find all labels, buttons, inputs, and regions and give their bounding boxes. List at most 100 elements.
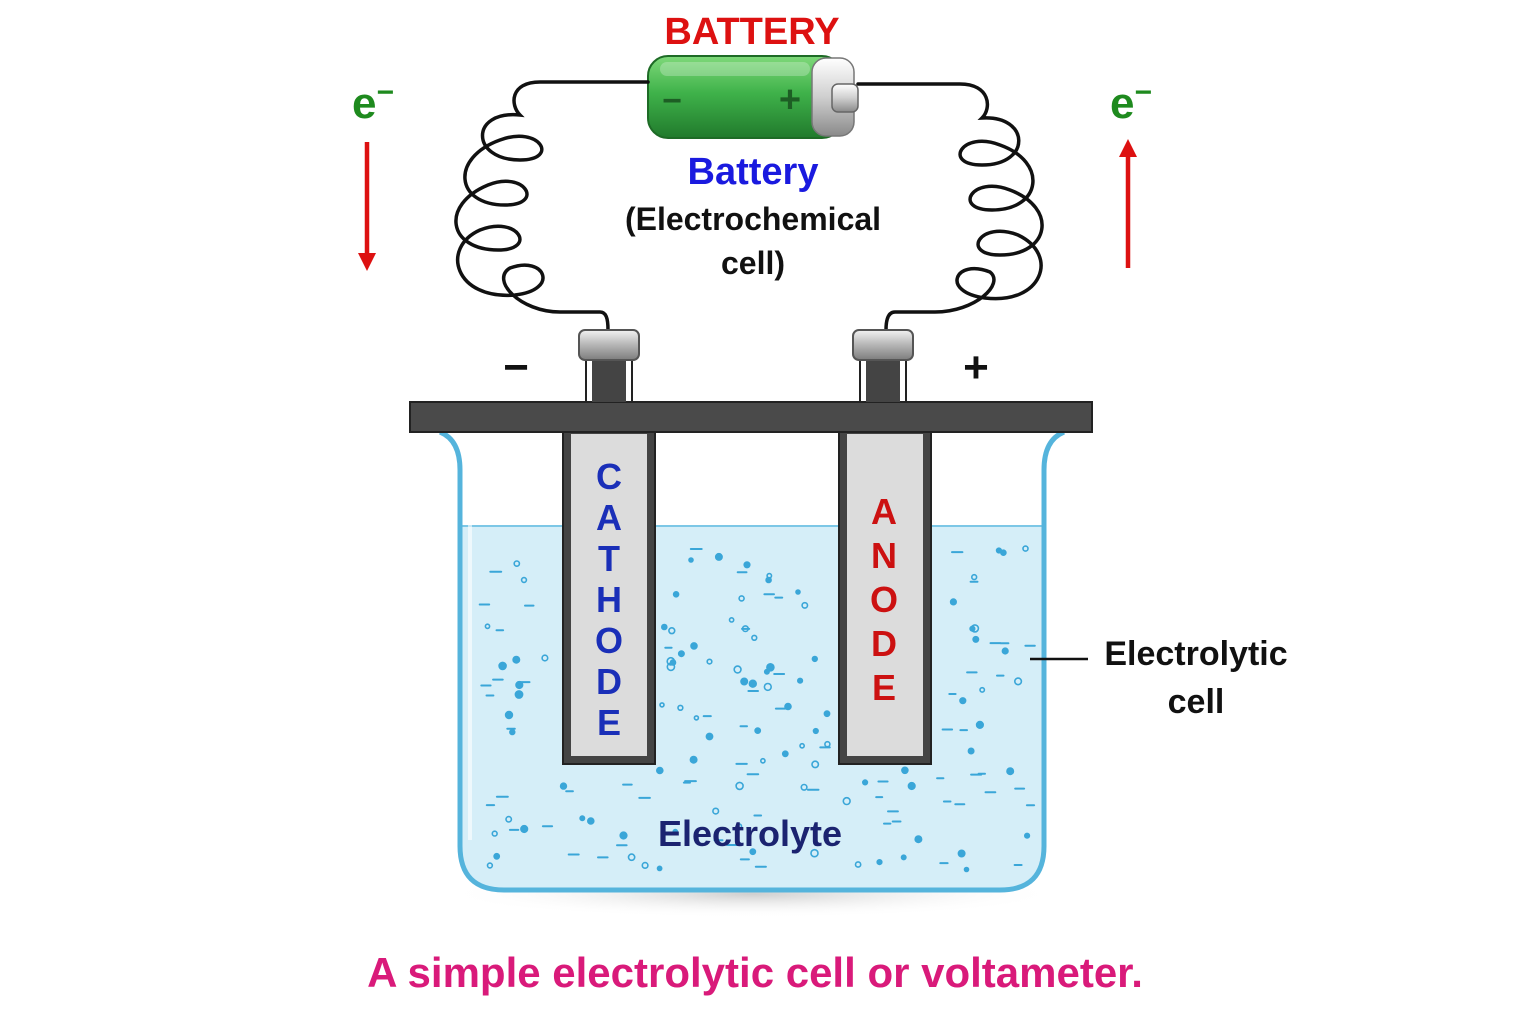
electrolyte-particle	[970, 573, 978, 581]
electrolyte-particle	[763, 682, 772, 692]
electrolyte-particle	[706, 658, 713, 665]
electrolyte-particle	[854, 861, 862, 868]
anode-letter: D	[871, 623, 897, 664]
cathode-letter: D	[596, 661, 622, 702]
electrolyte-particle	[765, 576, 772, 584]
anode-terminal	[852, 329, 914, 403]
electrolyte-particle	[972, 635, 980, 643]
electrolyte-particle	[728, 617, 735, 623]
electrolyte-particle	[714, 552, 723, 561]
electrolyte-particle	[967, 747, 975, 755]
electrolyte-particle	[959, 697, 967, 705]
negative-terminal-sign: −	[503, 343, 529, 392]
battery-plus-sign: +	[779, 79, 801, 121]
cathode-terminal	[578, 329, 640, 403]
electrolyte-particle	[627, 853, 636, 862]
electrolyte-particle	[795, 589, 801, 595]
anode-letter: A	[871, 491, 897, 532]
electrolyte-particle	[619, 831, 628, 840]
electrolyte-particle	[738, 595, 745, 602]
anode-letter: O	[870, 579, 898, 620]
electrolyte-particle	[688, 557, 694, 563]
electrolyte-particle	[751, 634, 758, 641]
electrolyte-particle	[963, 866, 970, 873]
battery-description-line1: (Electrochemical	[625, 201, 881, 237]
electrolyte-particle	[512, 655, 521, 664]
electrolyte-particle	[733, 665, 742, 674]
electrolyte-particle	[748, 679, 757, 688]
electron-flow-right: e−	[1110, 76, 1152, 268]
anode-letter: E	[872, 667, 896, 708]
electrolyte-particle	[513, 560, 521, 567]
electrolyte-particle	[799, 742, 805, 749]
electrolyte-particle	[811, 655, 818, 663]
electrolyte-particle	[975, 720, 985, 730]
electrolyte-particle	[712, 807, 720, 815]
electron-label-left: e−	[352, 76, 394, 128]
electrolyte-particle	[1001, 647, 1009, 655]
electrolyte-particle	[660, 623, 668, 631]
electrolyte-particle	[520, 824, 529, 834]
electrolyte-particle	[672, 828, 679, 835]
electrolyte-particle	[504, 710, 514, 720]
electrolyte-particle	[876, 858, 883, 866]
cathode-letter: C	[596, 456, 622, 497]
electrolyte-particle	[586, 817, 595, 825]
anode-letter: N	[871, 535, 897, 576]
electrolyte-particle	[693, 715, 700, 721]
electrolyte-particle	[812, 727, 819, 735]
electrolyte-particle	[666, 656, 676, 666]
cathode-letter: H	[596, 579, 622, 620]
electrolyte-particle	[689, 755, 698, 764]
electrolyte-particle	[969, 625, 976, 632]
electrolyte-particle	[743, 561, 751, 569]
cathode-letter: A	[596, 497, 622, 538]
figure-caption: A simple electrolytic cell or voltameter…	[367, 949, 1143, 996]
electrolyte-particle	[705, 732, 714, 741]
cell-lid	[409, 401, 1093, 433]
electrolyte-particle	[735, 781, 744, 791]
battery-description-line2: cell)	[721, 245, 785, 281]
electrolyte-particle	[1006, 767, 1015, 776]
electrolyte-particle	[796, 677, 804, 684]
electrolyte-particle	[749, 848, 757, 856]
electrolyte-particle	[801, 601, 809, 609]
cell-label-line2: cell	[1168, 683, 1225, 721]
electrolyte-particle	[1000, 549, 1007, 557]
electrolyte-particle	[486, 862, 494, 869]
electrolyte-particle	[957, 849, 966, 858]
electrolyte-particle	[900, 854, 907, 861]
electrolyte-particle	[641, 861, 649, 870]
electrolyte-particle	[541, 654, 549, 662]
electrolyte-particle	[823, 710, 831, 718]
electrolyte-particle	[677, 650, 685, 658]
electrolyte-particle	[824, 740, 831, 748]
right-wire	[856, 82, 1044, 332]
electrolyte-particle	[949, 598, 958, 606]
electrolyte-particle	[914, 835, 923, 844]
electrolyte-particle	[979, 686, 986, 693]
electron-label-right: e−	[1110, 76, 1152, 128]
electrolyte-particle	[760, 757, 766, 764]
electrolyte-particle	[811, 760, 820, 769]
electrolyte-particle	[498, 661, 507, 671]
electrolyte-particle	[1013, 677, 1023, 686]
battery-minus-sign: −	[662, 82, 682, 120]
electrolyte-particle	[579, 815, 586, 822]
battery-name: Battery	[688, 151, 819, 193]
electrolyte-particles	[478, 545, 1036, 873]
electrolyte-particle	[754, 727, 762, 734]
electrolyte-particle	[901, 766, 909, 775]
electrolyte-particle	[810, 848, 819, 858]
electrolyte-particle	[520, 576, 528, 584]
electrolyte-particle	[514, 690, 524, 699]
electrolyte-particle	[509, 728, 516, 736]
electrolyte-particle	[666, 662, 676, 672]
left-wire	[454, 80, 650, 332]
electrolyte-particle	[659, 702, 665, 708]
electrolyte-particle	[1023, 832, 1031, 839]
electrolyte-particle	[668, 626, 676, 635]
battery-icon: − +	[647, 55, 859, 139]
